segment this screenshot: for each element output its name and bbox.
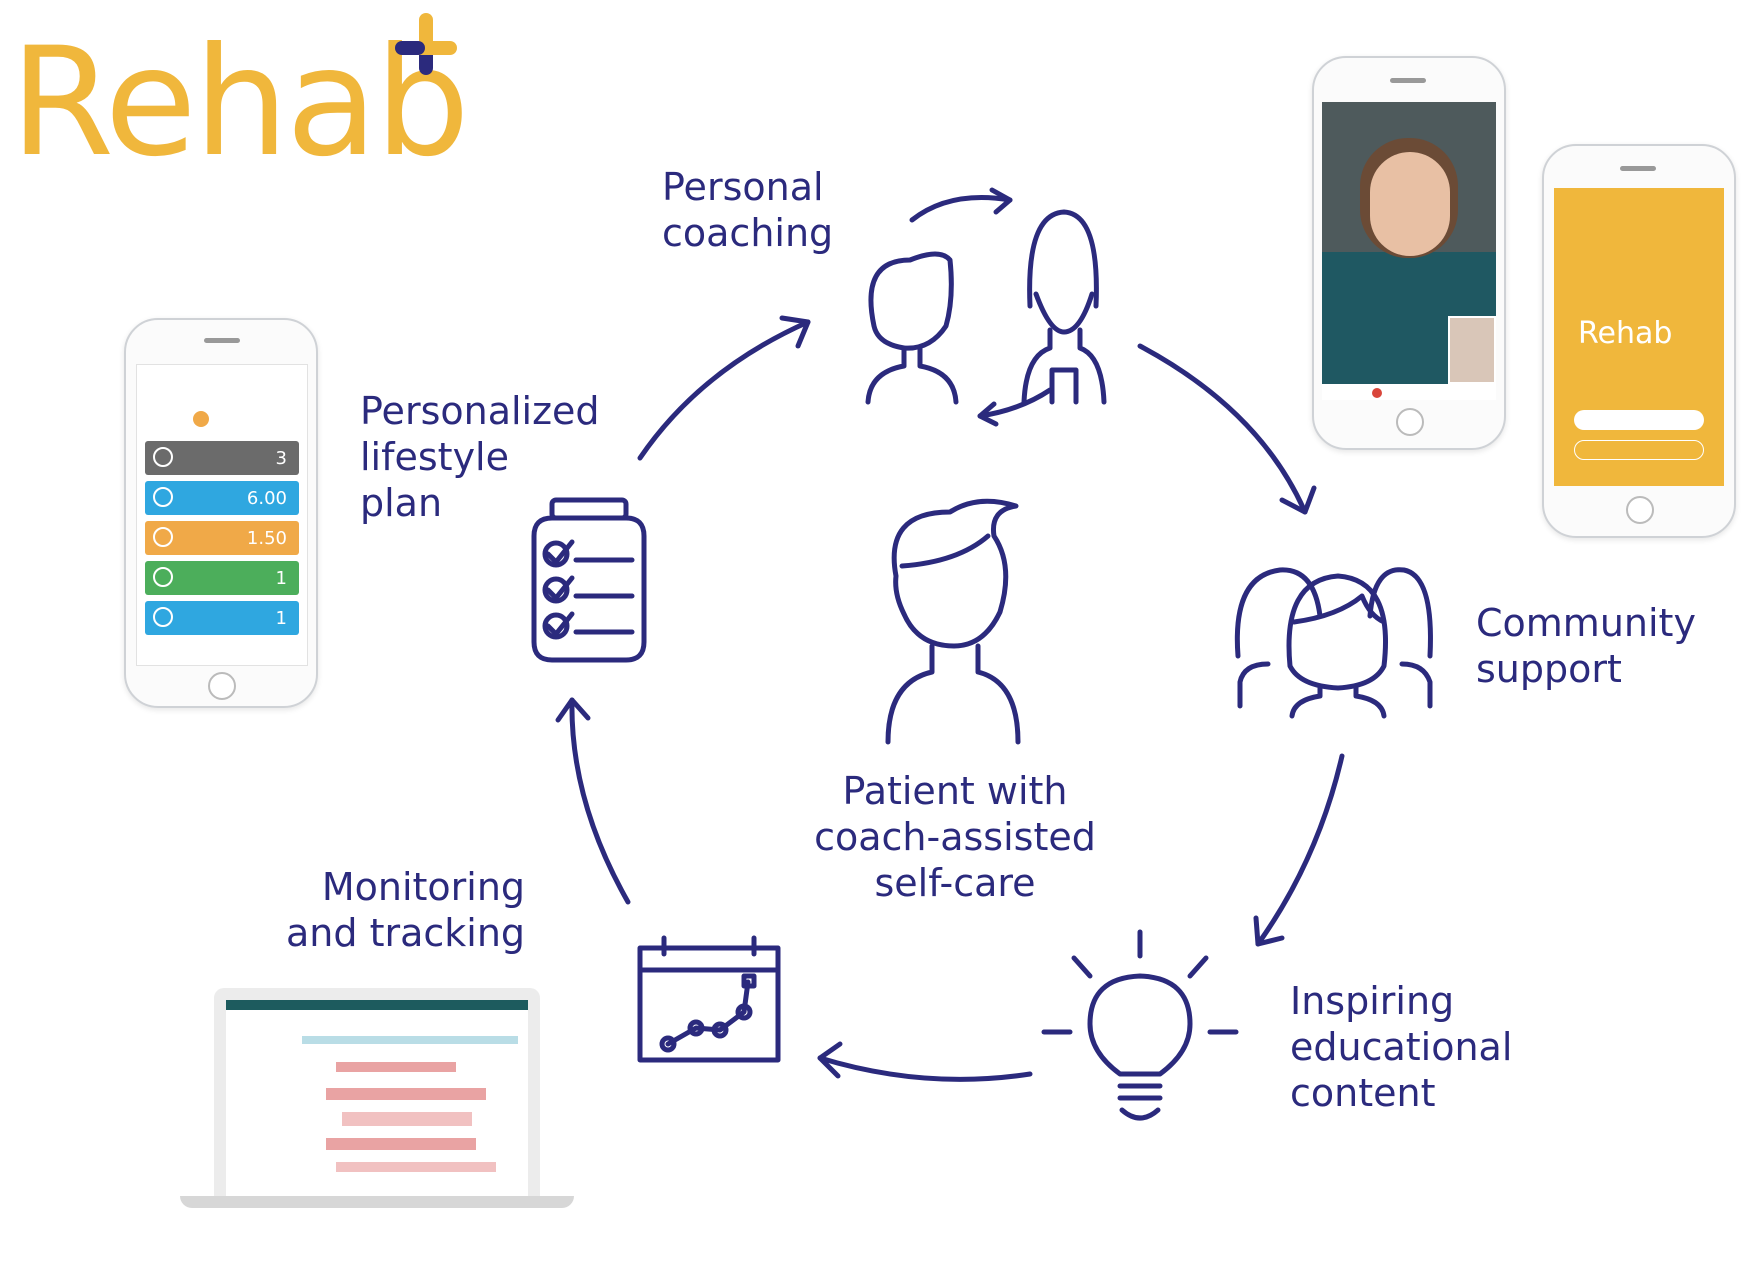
calendar-chart-icon xyxy=(637,935,781,1063)
video-call-screen xyxy=(1322,102,1496,400)
group-of-people-icon xyxy=(1234,567,1433,719)
lifestyle-row[interactable]: 3 xyxy=(145,441,299,475)
laptop-base xyxy=(180,1196,574,1208)
step-label-community-support: Community support xyxy=(1476,601,1696,691)
center-label-patient: Patient with coach-assisted self-care xyxy=(814,769,1096,905)
end-call-button[interactable] xyxy=(1372,388,1382,398)
splash-secondary-button[interactable] xyxy=(1574,440,1704,460)
step-label-monitoring-and-tracking: Monitoring and tracking xyxy=(286,865,526,955)
lifestyle-app-phone: 3 6.00 1.50 1 1 xyxy=(124,318,318,708)
step-label-personal-coaching: Personal coaching xyxy=(662,165,834,255)
step-label-inspiring-educational-content: Inspiring educational content xyxy=(1290,979,1513,1115)
checklist-icon xyxy=(531,497,647,663)
rehab-logo-text: Rehab xyxy=(10,16,470,190)
splash-primary-button[interactable] xyxy=(1574,410,1704,430)
coach-and-patient-icon xyxy=(865,187,1107,427)
step-label-personalized-lifestyle-plan: Personalized lifestyle plan xyxy=(360,389,600,525)
lifestyle-row[interactable]: 1.50 xyxy=(145,521,299,555)
self-view-thumbnail xyxy=(1448,316,1496,384)
patient-icon xyxy=(885,498,1021,745)
lifestyle-app-screen: 3 6.00 1.50 1 1 xyxy=(136,364,308,666)
tracking-dashboard-laptop xyxy=(214,988,540,1206)
plus-logo-icon xyxy=(395,13,457,75)
lightbulb-icon xyxy=(1041,929,1239,1121)
splash-app-logo: Rehab xyxy=(1578,316,1673,351)
splash-screen: Rehab xyxy=(1554,188,1724,486)
video-call-phone xyxy=(1312,56,1506,450)
tracking-dashboard-screen xyxy=(226,1000,528,1196)
lifestyle-row[interactable]: 6.00 xyxy=(145,481,299,515)
splash-app-phone: Rehab xyxy=(1542,144,1736,538)
lifestyle-row[interactable]: 1 xyxy=(145,561,299,595)
lifestyle-row[interactable]: 1 xyxy=(145,601,299,635)
